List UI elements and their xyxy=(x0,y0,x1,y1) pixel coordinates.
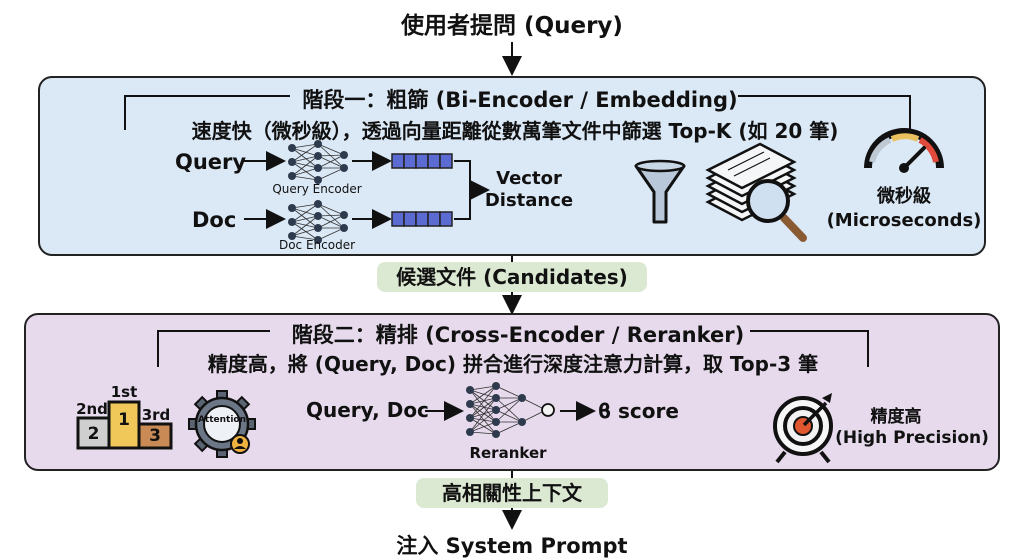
user-query-label: 使用者提問 (Query) xyxy=(401,13,623,39)
query-input-label: Query xyxy=(175,150,247,174)
high-relevance-pill: 高相關性上下文 xyxy=(416,478,608,508)
vector-distance-line2: Distance xyxy=(484,190,574,211)
speed-label-line1: 微秒級 xyxy=(877,186,931,207)
podium-3rd-label: 3rd xyxy=(141,406,171,424)
query-encoder-network-icon xyxy=(288,140,348,184)
doc-input-label: Doc xyxy=(192,208,237,232)
magnifier-icon xyxy=(746,179,807,242)
precision-label-line2: (High Precision) xyxy=(835,428,989,448)
speed-gauge-icon xyxy=(864,128,944,173)
query-vector-icon xyxy=(391,153,453,169)
stage1-subtitle: 速度快（微秒級），透過向量距離從數萬筆文件中篩選 Top-K (如 20 筆) xyxy=(191,119,839,143)
funnel-icon xyxy=(634,159,686,224)
podium-3-number: 3 xyxy=(149,426,161,446)
doc-encoder-network-icon xyxy=(288,200,348,244)
score-label: ϐ score xyxy=(598,399,679,423)
doc-vector-icon xyxy=(391,211,453,227)
candidates-pill: 候選文件 (Candidates) xyxy=(377,262,647,292)
reranker-network-icon xyxy=(466,382,555,438)
doc-encoder-label: Doc Encoder xyxy=(278,238,356,252)
attention-label: Attention xyxy=(197,415,247,425)
stage1-title: 階段一：粗篩 (Bi-Encoder / Embedding) xyxy=(302,88,738,112)
podium-2-number: 2 xyxy=(87,424,100,444)
reranker-label: Reranker xyxy=(469,444,547,462)
stage2-panel xyxy=(24,313,1000,471)
podium-2nd-label: 2nd xyxy=(76,400,108,418)
query-encoder-label: Query Encoder xyxy=(272,182,362,196)
user-badge-icon xyxy=(230,434,250,454)
podium-1st-label: 1st xyxy=(110,383,138,401)
vector-distance-line1: Vector xyxy=(496,168,562,189)
stage1-panel xyxy=(38,76,986,256)
stage2-subtitle: 精度高，將 (Query, Doc) 拼合進行深度注意力計算，取 Top-3 筆 xyxy=(207,352,819,376)
inject-system-prompt-label: 注入 System Prompt xyxy=(396,534,628,558)
precision-label-line1: 精度高 xyxy=(870,407,922,427)
stage2-title: 階段二：精排 (Cross-Encoder / Reranker) xyxy=(291,323,745,347)
cross-input-label: Query, Doc xyxy=(306,398,429,422)
speed-label-line2: (Microseconds) xyxy=(826,210,982,231)
podium-1-number: 1 xyxy=(118,410,130,430)
